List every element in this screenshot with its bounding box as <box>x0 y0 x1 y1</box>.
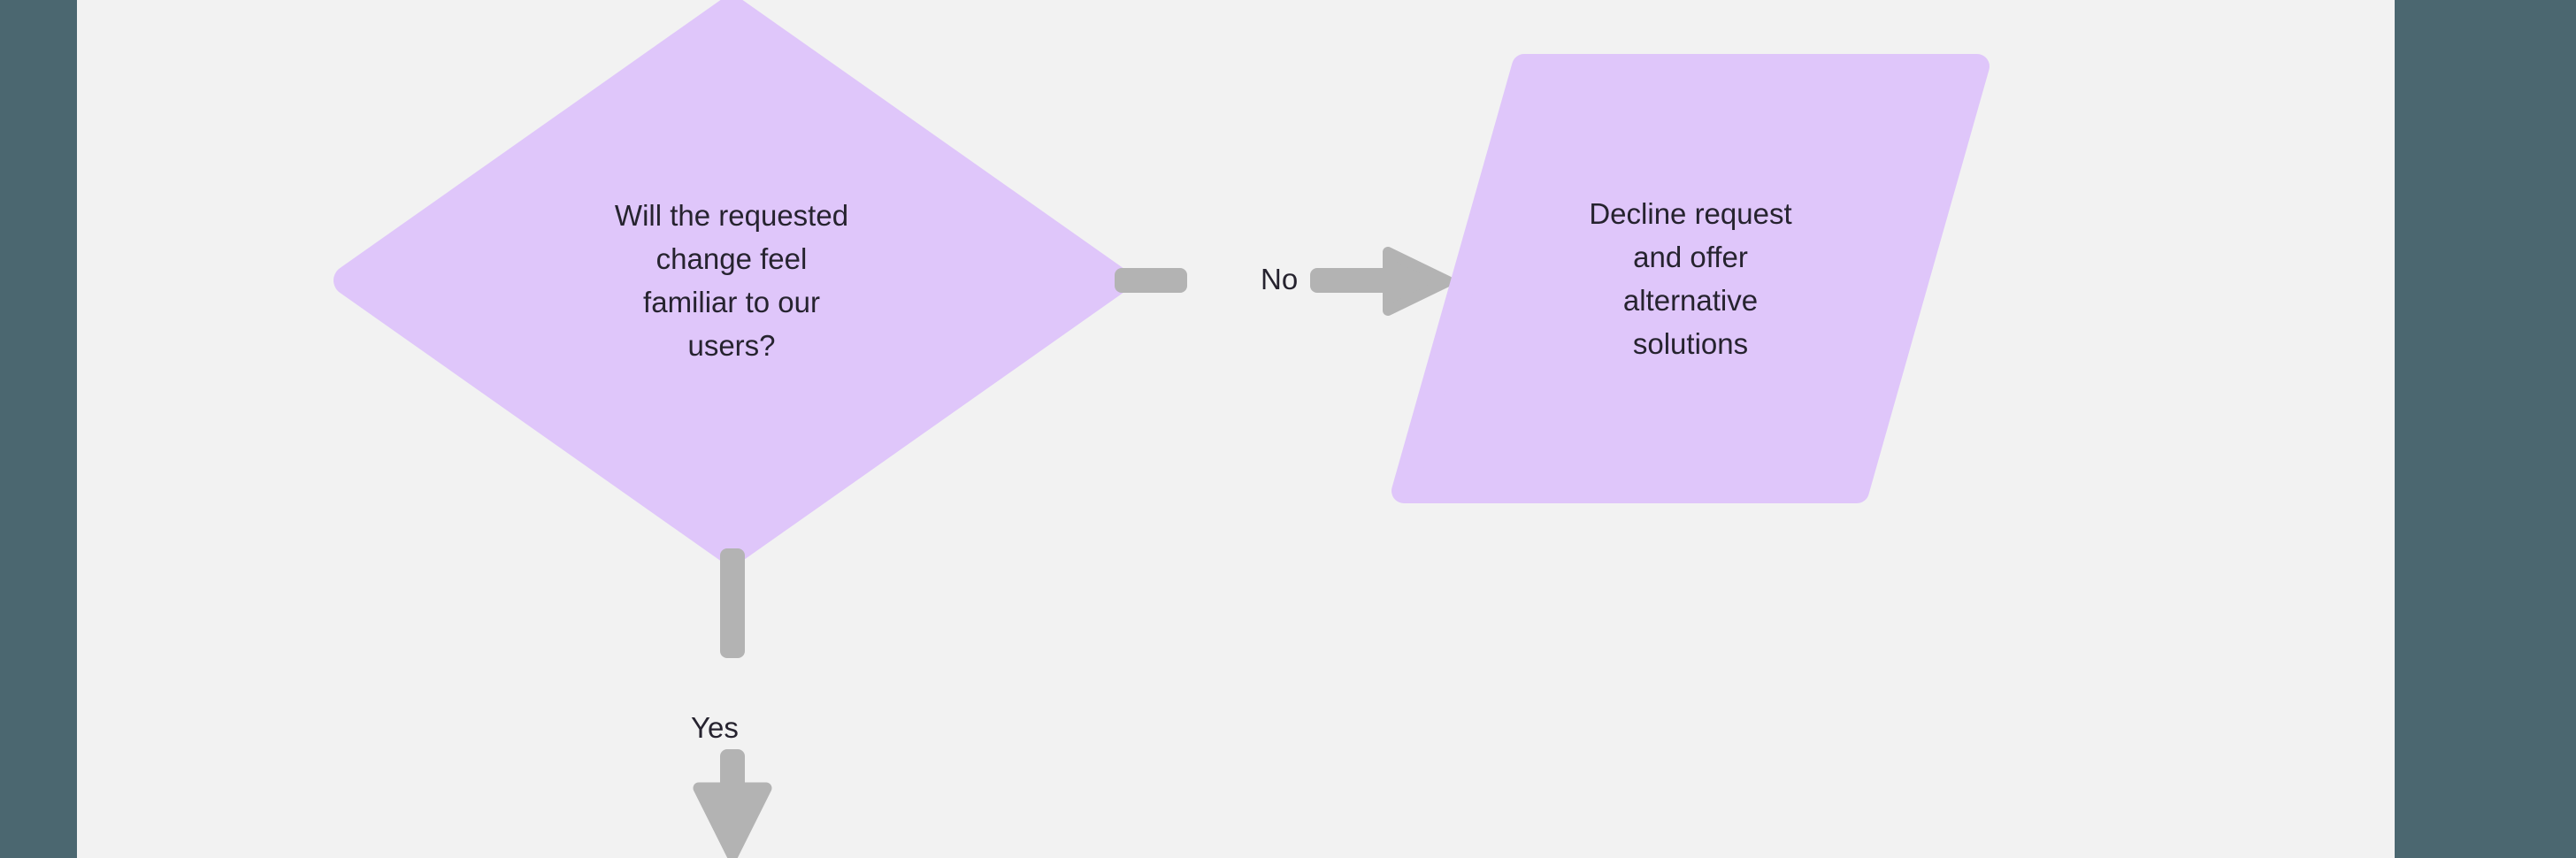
no-edge-label: No <box>1261 263 1299 295</box>
no-edge-line-end <box>1310 268 1392 293</box>
decline-line-2: and offer <box>1633 241 1748 273</box>
no-edge-arrowhead-icon <box>1383 247 1453 316</box>
yes-edge-arrowhead-icon <box>693 782 772 858</box>
diagram-surface: Will the requested change feel familiar … <box>77 0 2395 858</box>
decline-node-shape[interactable] <box>1392 54 1990 503</box>
parallelogram-path <box>1392 54 1990 503</box>
decline-line-1: Decline request <box>1589 197 1792 230</box>
right-side-panel <box>2395 0 2576 858</box>
decision-node-shape[interactable] <box>334 0 1130 565</box>
decline-node-label: Decline request and offer alternative so… <box>1404 66 1977 491</box>
decision-line-4: users? <box>687 329 776 362</box>
decision-line-3: familiar to our <box>643 286 820 318</box>
diamond-path <box>334 0 1130 565</box>
yes-edge-line-start <box>720 548 745 658</box>
decline-line-3: alternative <box>1622 284 1759 317</box>
yes-edge-label: Yes <box>691 711 739 744</box>
no-edge-line-start <box>1115 268 1187 293</box>
decision-node-label: Will the requested change feel familiar … <box>349 11 1115 550</box>
decision-line-2: change feel <box>656 242 808 275</box>
decline-line-4: solutions <box>1632 327 1749 360</box>
left-side-panel <box>0 0 77 858</box>
decision-line-1: Will the requested <box>614 199 849 232</box>
